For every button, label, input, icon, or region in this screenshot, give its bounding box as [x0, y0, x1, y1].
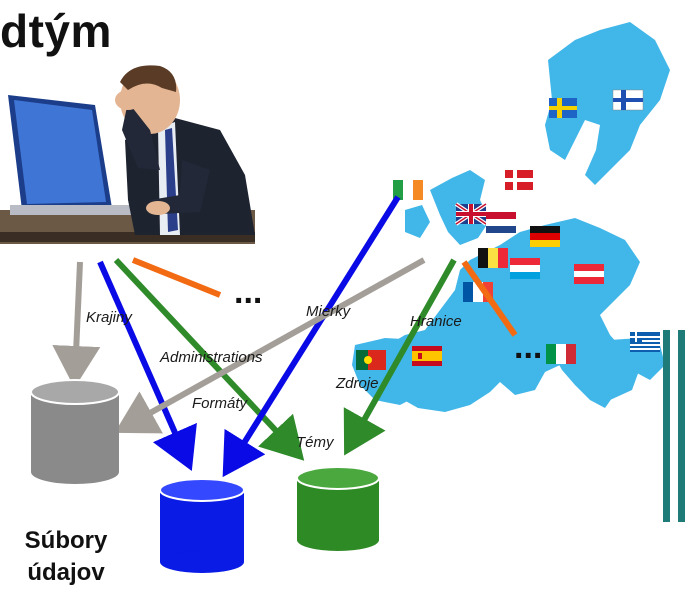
orange-line-left	[131, 257, 222, 298]
flag-greece-icon	[630, 332, 660, 352]
flag-ireland-icon	[393, 180, 423, 200]
flag-belgium-icon	[478, 248, 508, 268]
label-zdroje: Zdroje	[335, 375, 379, 392]
flag-uk-icon	[454, 202, 488, 226]
caption-line-2: údajov	[27, 559, 105, 586]
blue-arrow-from-ireland	[222, 195, 401, 478]
ellipsis-right: ...	[514, 328, 542, 366]
label-krajiny: Krajiny	[86, 309, 133, 326]
orange-line-right	[461, 260, 518, 337]
country-flags	[356, 89, 660, 370]
teal-bar-right	[678, 330, 685, 522]
flag-sweden-icon	[549, 98, 577, 118]
flag-portugal-icon	[356, 350, 386, 370]
label-mierky: Mierky	[306, 303, 352, 320]
caption-line-1: Súbory	[24, 527, 108, 554]
flag-luxembourg-icon	[510, 258, 540, 279]
flag-austria-icon	[574, 264, 604, 284]
flag-finland-icon	[612, 89, 644, 111]
database-green-icon	[296, 466, 380, 551]
label-hranice: Hranice	[410, 313, 462, 330]
arrows	[52, 195, 518, 478]
flag-spain-icon	[412, 346, 442, 366]
gray-arrow-krajiny	[52, 261, 101, 388]
stressed-man-at-laptop-photo	[0, 65, 255, 244]
green-arrow-from-map	[343, 258, 457, 456]
database-gray-icon	[30, 379, 120, 484]
gray-arrow-from-map	[114, 257, 426, 434]
flag-italy-icon	[546, 344, 576, 364]
blue-arrow-to-blue-db	[97, 260, 197, 471]
label-temy: Témy	[296, 434, 335, 451]
ellipsis-left: ...	[234, 273, 262, 311]
teal-bar-left	[663, 330, 670, 522]
page-title: dtým	[0, 5, 112, 57]
green-arrow-to-green-db	[113, 257, 305, 461]
flag-germany-icon	[530, 226, 560, 247]
flag-netherlands-icon	[486, 212, 516, 233]
flag-denmark-icon	[505, 170, 533, 190]
label-administrations: Administrations	[159, 349, 263, 366]
datasets-caption: Súbory údajov	[6, 525, 126, 589]
label-formaty: Formáty	[192, 395, 249, 412]
database-blue-icon	[159, 478, 245, 573]
